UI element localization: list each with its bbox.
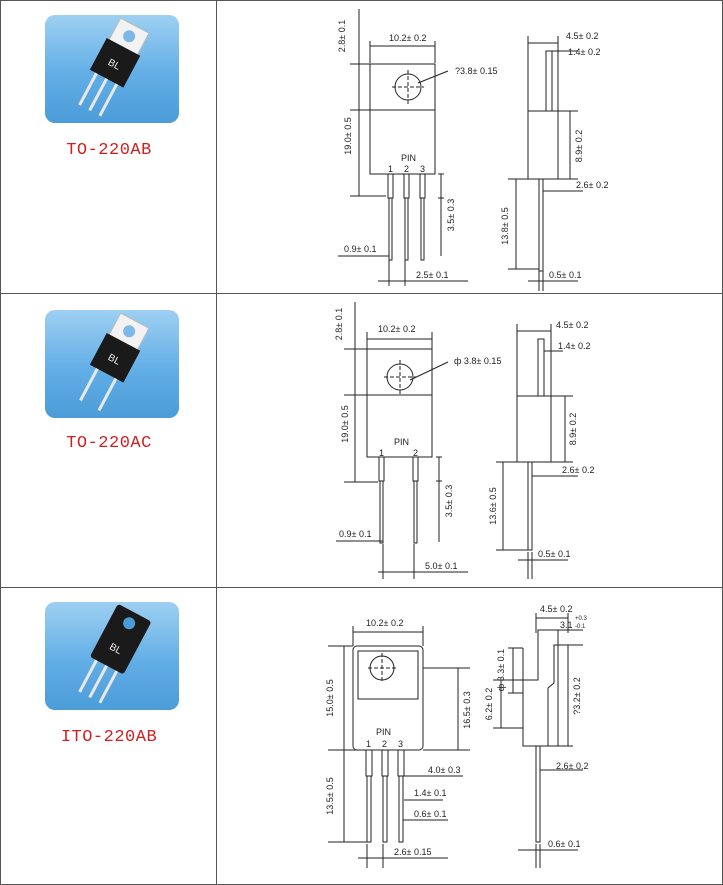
dimension-drawing: 10.2± 0.2 2.8± 0.1 ф 3.8± 0.15 19.0± 0.5… [334,302,594,579]
pin-1: 1 [379,448,384,458]
dim-tab-tol-plus: +0.3 [575,616,588,622]
body-mark: BL [107,642,123,658]
dim-pin-shoulder: 3.5± 0.3 [444,485,454,517]
dim-pin-width: 0.9± 0.1 [339,529,371,539]
dim-lead-offset: 2.6± 0.2 [562,465,594,475]
transistor-illustration: BL [79,312,150,412]
dim-pin-pitch: 2.6± 0.15 [394,847,431,857]
side-lead [535,745,541,843]
dim-body-height: 15.0± 0.5 [325,679,335,716]
side-lead [538,178,544,272]
dim-lead-offset: 2.6± 0.2 [556,761,588,771]
package-photo: BL [45,602,179,710]
side-tab [537,338,545,397]
front-body [366,394,433,458]
transistor-illustration: BL [78,604,151,704]
pin-2: 2 [413,448,418,458]
dim-hole-offset: 6.2± 0.2 [484,688,494,720]
transistor-illustration: BL [78,17,150,117]
dim-body-length: ?3.2± 0.2 [572,677,582,714]
body-mark: BL [106,57,122,73]
dim-lead-thickness: 0.6± 0.1 [548,839,580,849]
dim-pin-pitch: 5.0± 0.1 [425,561,457,571]
dim-tab-length: 8.9± 0.2 [568,413,578,445]
package-photo-cell: BL TO-220AB [1,1,217,293]
package-name: ITO-220AB [60,728,158,747]
dim-depth: 4.5± 0.2 [556,320,588,330]
front-tab [357,650,419,700]
dim-depth: 4.5± 0.2 [540,604,572,614]
package-name: TO-220AC [66,434,152,453]
dim-lead-thickness: 0.5± 0.1 [549,270,581,280]
dimension-drawing: 10.2± 0.2 15.0± 0.5 16.5± 0.3 PIN 1 2 3 … [325,604,588,868]
pin-2: 2 [382,739,387,749]
dim-width: 10.2± 0.2 [389,33,426,43]
pin-1: 1 [388,164,393,174]
dim-body-height: 19.0± 0.5 [343,117,353,154]
package-photo: BL [45,310,179,418]
dim-pin-shoulder: 3.5± 0.3 [446,199,456,231]
side-body [522,629,559,747]
package-photo-cell: BL TO-220AC [1,294,217,587]
side-lead [527,461,533,551]
pin-label: PIN [394,437,409,447]
package-photo: BL [45,15,179,123]
dim-body-height: 19.0± 0.5 [340,405,350,442]
package-photo-cell: BL ITO-220AB [1,588,217,884]
dim-pin-width: 0.6± 0.1 [414,809,446,819]
dim-width: 10.2± 0.2 [366,618,403,628]
package-row-to220ac: BL TO-220AC [1,294,722,588]
dim-total-height: 16.5± 0.3 [462,691,472,728]
side-body [516,395,552,463]
dim-hole: ?3.8± 0.15 [455,66,497,76]
pin-1: 1 [366,739,371,749]
dim-tab-tol-minus: -0.1 [575,624,586,630]
package-name: TO-220AB [66,141,152,160]
dim-depth: 4.5± 0.2 [566,31,598,41]
pin-2: 2 [404,164,409,174]
side-tab [545,50,553,112]
dim-width: 10.2± 0.2 [378,324,415,334]
dim-tab-length: 8.9± 0.2 [574,130,584,162]
dim-pin-pitch: 2.5± 0.1 [416,270,448,280]
dim-hole: ф 3.8± 0.15 [454,356,501,366]
dim-tab-thickness: 3.1 [560,620,573,630]
dim-pin-shoulder: 4.0± 0.3 [428,765,460,775]
dim-tab-thickness: 1.4± 0.2 [568,47,600,57]
package-row-to220ab: BL TO-220AB [1,1,722,294]
dim-lead-length: 13.8± 0.5 [500,207,510,244]
front-body [369,109,436,175]
pin-3: 3 [398,739,403,749]
side-body [527,110,559,180]
package-row-ito220ab: BL ITO-220AB [1,588,722,884]
dim-tab-height: 2.8± 0.1 [337,20,347,52]
dimension-drawing: 10.2± 0.2 2.8± 0.1 ?3.8± 0.15 19.0± 0.5 … [337,9,608,291]
dim-pin-width: 0.9± 0.1 [344,244,376,254]
dim-lead-length: 13.5± 0.5 [325,777,335,814]
dim-tab-thickness: 1.4± 0.2 [558,341,590,351]
front-tab [369,63,436,111]
dim-tab-height: 2.8± 0.1 [334,308,344,340]
dim-shoulder-width: 1.4± 0.1 [414,788,446,798]
dim-lead-thickness: 0.5± 0.1 [538,549,570,559]
dim-hole: ф 3.3± 0.1 [496,649,506,691]
pin-label: PIN [401,153,416,163]
dim-lead-length: 13.6± 0.5 [488,487,498,524]
body-mark: BL [106,352,122,368]
pin-3: 3 [420,164,425,174]
pin-label: PIN [376,727,391,737]
dim-lead-offset: 2.6± 0.2 [576,180,608,190]
